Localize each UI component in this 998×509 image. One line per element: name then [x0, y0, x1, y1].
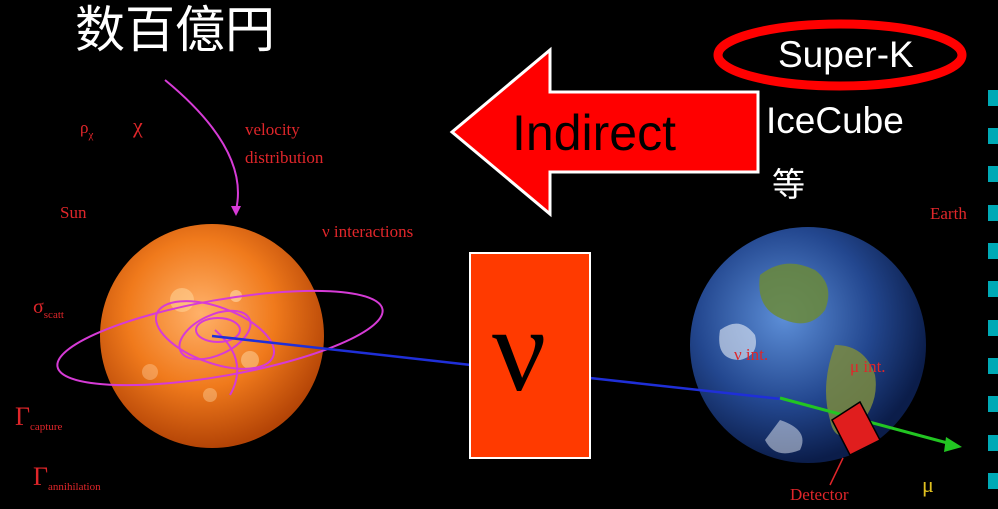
neutrino-path-right	[589, 376, 791, 402]
indirect-label: Indirect	[512, 105, 676, 161]
sigma-scatt-label: σscatt	[33, 296, 64, 321]
earth-label: Earth	[930, 204, 967, 223]
mu-int-label: μ int.	[850, 357, 886, 376]
orbit-lines	[56, 79, 384, 387]
nu-int-label: ν int.	[734, 345, 769, 364]
gamma-annihilation-label: Γannihilation	[33, 462, 101, 493]
muon-arrowhead	[944, 437, 962, 452]
gamma-capture-label: Γcapture	[15, 402, 63, 433]
chi-label: χ	[133, 113, 143, 138]
detector-pointer	[829, 457, 844, 486]
super-k-highlight-ellipse	[713, 19, 967, 91]
page-title: 数百億円	[75, 2, 275, 58]
dm-density-label: ρχ	[80, 118, 94, 141]
experiment-icecube: IceCube	[766, 100, 904, 141]
experiment-super-k: Super-K	[778, 34, 914, 75]
detector-shape	[831, 400, 882, 457]
nu-interactions-label: ν interactions	[322, 222, 414, 241]
neutrino-path-left	[211, 334, 481, 368]
neutrino-box	[469, 252, 591, 459]
neutrino-symbol: ν	[492, 283, 547, 416]
earth-globe	[690, 227, 926, 463]
sun-label: Sun	[60, 203, 87, 222]
incoming-arrowhead	[231, 206, 241, 216]
orbit-tail	[214, 329, 239, 396]
mu-label: μ	[922, 472, 934, 497]
velocity-label: velocity	[245, 120, 300, 139]
distribution-label: distribution	[245, 148, 324, 167]
detector-label: Detector	[790, 485, 849, 504]
side-decoration-squares	[988, 90, 998, 489]
indirect-arrow	[449, 46, 760, 218]
experiment-etc: 等	[772, 166, 805, 203]
